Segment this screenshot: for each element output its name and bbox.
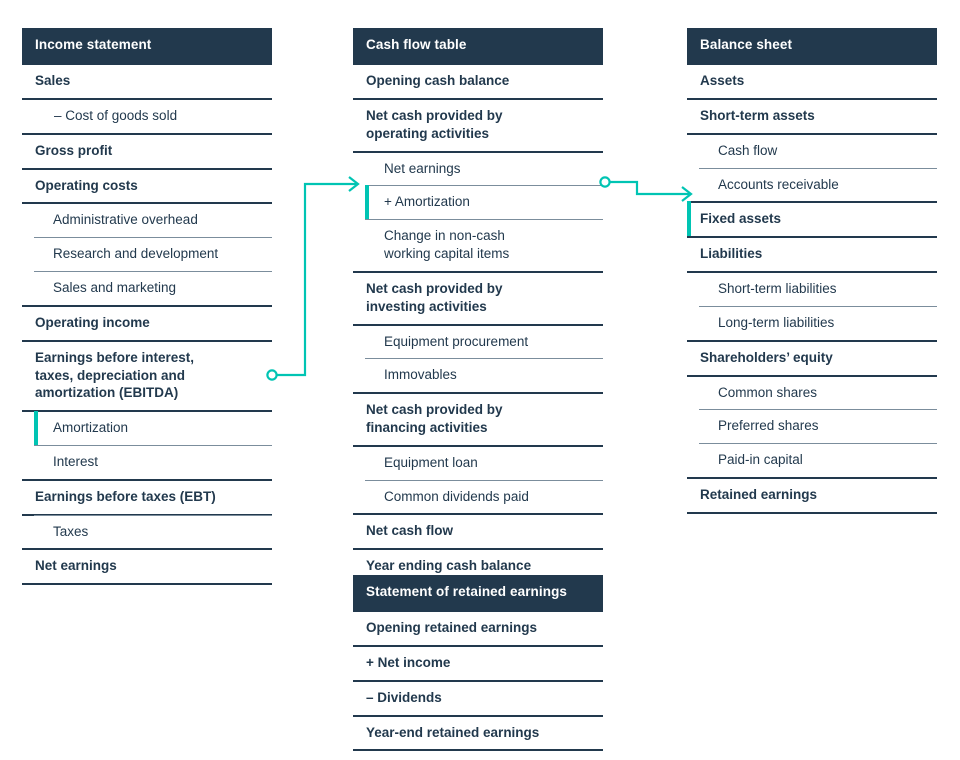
row-retained-earnings[interactable]: Retained earnings xyxy=(687,476,937,514)
row-long-term-liabilities[interactable]: Long-term liabilities xyxy=(699,305,937,342)
statement-rows: Sales – Cost of goods sold Gross profit … xyxy=(22,63,272,586)
row-cash-flow[interactable]: Cash flow xyxy=(699,132,937,169)
row-administrative-overhead[interactable]: Administrative overhead xyxy=(34,202,272,239)
statement-cash-flow-table: Cash flow table Opening cash balance Net… xyxy=(353,28,603,585)
row-opening-cash-balance[interactable]: Opening cash balance xyxy=(353,63,603,100)
row-research-and-development[interactable]: Research and development xyxy=(34,237,272,273)
row-common-dividends-paid[interactable]: Common dividends paid xyxy=(365,479,603,516)
row-fixed-assets[interactable]: Fixed assets xyxy=(687,201,937,239)
row-plus-net-income[interactable]: + Net income xyxy=(353,645,603,682)
row-cost-of-goods-sold[interactable]: – Cost of goods sold xyxy=(22,98,272,135)
row-preferred-shares[interactable]: Preferred shares xyxy=(699,409,937,445)
statement-title: Statement of retained earnings xyxy=(353,575,603,611)
highlight-bar xyxy=(34,411,38,446)
statement-balance-sheet: Balance sheet Assets Short-term assets C… xyxy=(687,28,937,514)
statement-title: Cash flow table xyxy=(353,28,603,64)
row-taxes[interactable]: Taxes xyxy=(34,514,272,551)
statement-rows: Assets Short-term assets Cash flow Accou… xyxy=(687,63,937,514)
row-immovables[interactable]: Immovables xyxy=(365,358,603,395)
row-net-earnings[interactable]: Net earnings xyxy=(22,548,272,586)
row-short-term-liabilities[interactable]: Short-term liabilities xyxy=(699,271,937,307)
statement-of-retained-earnings: Statement of retained earnings Opening r… xyxy=(353,575,603,752)
statement-rows: Opening cash balance Net cash provided b… xyxy=(353,63,603,585)
row-interest[interactable]: Interest xyxy=(34,444,272,481)
row-equipment-procurement[interactable]: Equipment procurement xyxy=(365,323,603,360)
row-shareholders-equity[interactable]: Shareholders’ equity xyxy=(687,339,937,377)
row-gross-profit[interactable]: Gross profit xyxy=(22,132,272,170)
row-accounts-receivable[interactable]: Accounts receivable xyxy=(699,167,937,204)
row-short-term-assets[interactable]: Short-term assets xyxy=(687,98,937,135)
row-year-end-retained-earnings[interactable]: Year-end retained earnings xyxy=(353,714,603,752)
highlight-bar xyxy=(687,201,691,239)
row-amortization[interactable]: Amortization xyxy=(34,410,272,446)
row-operating-costs[interactable]: Operating costs xyxy=(22,167,272,205)
connector-amortization-to-cashflow xyxy=(266,176,360,381)
row-operating-income[interactable]: Operating income xyxy=(22,304,272,342)
row-net-cash-operating[interactable]: Net cash provided by operating activitie… xyxy=(353,98,603,153)
row-paid-in-capital[interactable]: Paid-in capital xyxy=(699,443,937,479)
statement-title: Balance sheet xyxy=(687,28,937,64)
row-net-cash-flow[interactable]: Net cash flow xyxy=(353,513,603,551)
row-liabilities[interactable]: Liabilities xyxy=(687,236,937,274)
row-net-cash-investing[interactable]: Net cash provided by investing activitie… xyxy=(353,270,603,326)
highlight-bar xyxy=(365,185,369,221)
row-change-in-non-cash-working-capital[interactable]: Change in non-cash working capital items xyxy=(365,219,603,273)
row-net-cash-financing[interactable]: Net cash provided by financing activitie… xyxy=(353,392,603,447)
row-earnings-before-taxes[interactable]: Earnings before taxes (EBT) xyxy=(22,478,272,516)
row-plus-amortization[interactable]: + Amortization xyxy=(365,185,603,221)
statement-rows: Opening retained earnings + Net income –… xyxy=(353,610,603,752)
row-equipment-loan[interactable]: Equipment loan xyxy=(365,444,603,481)
row-minus-dividends[interactable]: – Dividends xyxy=(353,679,603,717)
row-sales[interactable]: Sales xyxy=(22,63,272,100)
row-ebitda[interactable]: Earnings before interest, taxes, depreci… xyxy=(22,339,272,413)
statement-income-statement: Income statement Sales – Cost of goods s… xyxy=(22,28,272,586)
connector-amortization-to-fixed-assets xyxy=(599,176,693,202)
statement-title: Income statement xyxy=(22,28,272,64)
row-opening-retained-earnings[interactable]: Opening retained earnings xyxy=(353,610,603,647)
row-assets[interactable]: Assets xyxy=(687,63,937,100)
row-common-shares[interactable]: Common shares xyxy=(699,374,937,411)
row-sales-and-marketing[interactable]: Sales and marketing xyxy=(34,271,272,307)
row-net-earnings[interactable]: Net earnings xyxy=(365,150,603,187)
connector-path xyxy=(275,182,357,377)
connector-path xyxy=(608,180,690,196)
